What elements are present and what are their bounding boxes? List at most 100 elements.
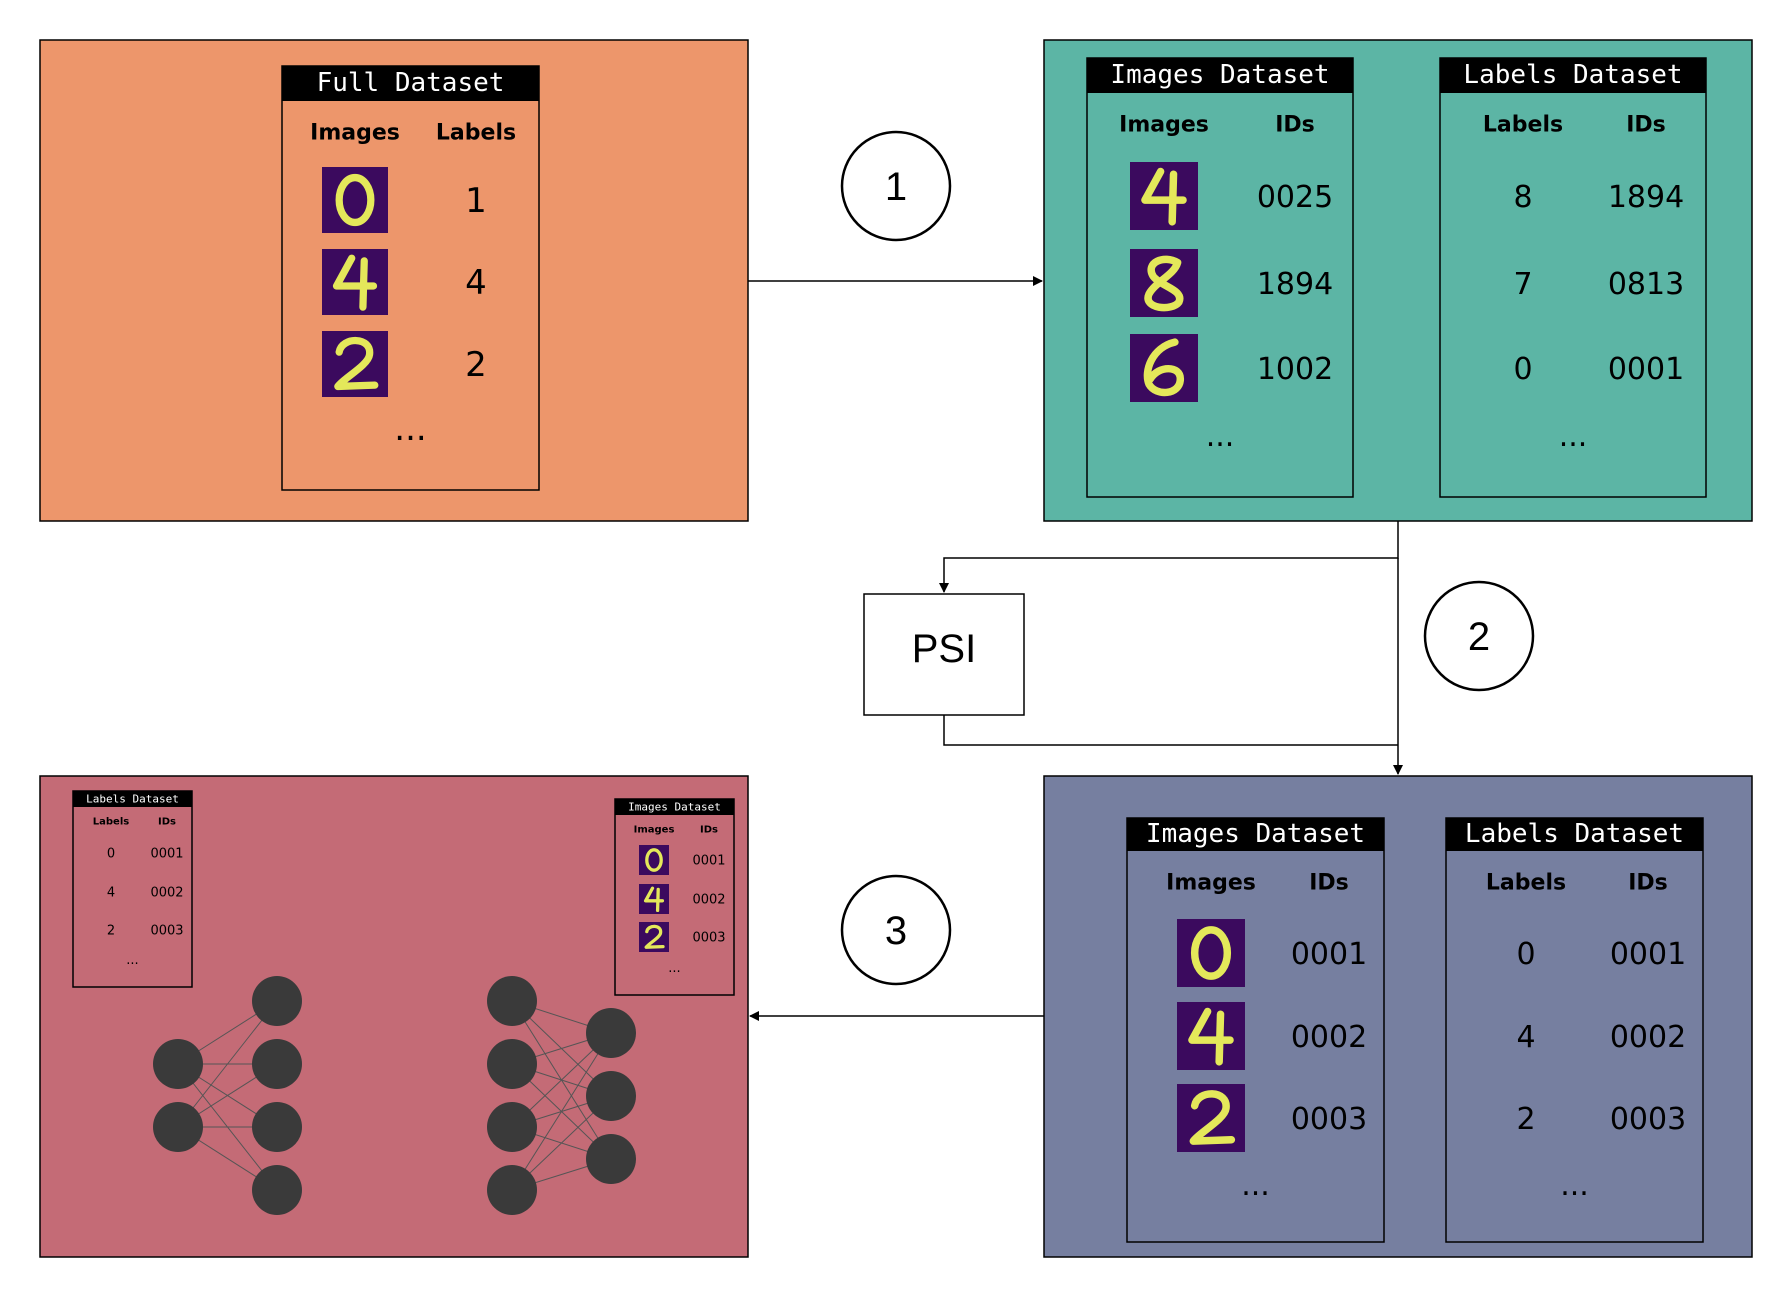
label-value: 4	[465, 263, 487, 303]
table-row: 0 0001	[107, 847, 184, 862]
neural-networks	[153, 976, 636, 1215]
id-value: 1894	[1257, 267, 1333, 302]
label-value: 2	[107, 924, 115, 939]
column-header: IDs	[1309, 871, 1349, 896]
label-value: 0	[107, 847, 115, 862]
card-header	[1440, 58, 1706, 93]
label-value: 2	[1516, 1102, 1535, 1137]
neuron	[252, 976, 302, 1026]
digit-4-image	[1130, 162, 1198, 230]
table-row: 0 0001	[1516, 937, 1686, 972]
image-party-network	[487, 976, 636, 1215]
connection	[177, 1000, 278, 1128]
card-title: Labels Dataset	[1465, 819, 1684, 849]
id-value: 0813	[1608, 267, 1684, 302]
step-2-circle	[1423, 580, 1535, 692]
label-value: 0	[1516, 937, 1535, 972]
ellipsis: ...	[394, 409, 426, 449]
label-value: 4	[1516, 1020, 1535, 1055]
table-row: 0001	[639, 845, 726, 875]
digit-4-image	[322, 249, 388, 315]
column-header: Images	[1166, 871, 1256, 896]
id-value: 0002	[692, 893, 725, 908]
label-party-network	[153, 976, 302, 1215]
step-1-circle	[840, 130, 952, 242]
card-header	[1087, 58, 1353, 93]
full-dataset-panel	[39, 39, 749, 522]
id-value: 0003	[1291, 1102, 1367, 1137]
id-value: 0001	[1608, 352, 1684, 387]
neuron	[487, 1039, 537, 1089]
step-2-label: 2	[1468, 615, 1490, 659]
id-value: 0001	[150, 847, 183, 862]
training-panel	[39, 775, 749, 1258]
neuron	[252, 1165, 302, 1215]
digit-6-image	[1130, 334, 1198, 402]
column-header: Labels	[1483, 113, 1563, 138]
id-value: 1002	[1257, 352, 1333, 387]
table-row: 0 0001	[1513, 352, 1684, 387]
neuron	[487, 1165, 537, 1215]
card-header	[282, 66, 539, 101]
digit-0-image	[1177, 919, 1245, 987]
neuron	[252, 1039, 302, 1089]
column-header: Images	[1119, 113, 1209, 138]
table-row: 0003	[1177, 1084, 1367, 1152]
table-row: 0002	[1177, 1002, 1367, 1070]
label-value: 0	[1513, 352, 1532, 387]
table-row: 1	[322, 167, 487, 233]
arrow-to-psi	[939, 521, 1399, 593]
column-header: Labels	[436, 121, 516, 146]
digit-8-image	[1130, 249, 1198, 317]
psi-label: PSI	[912, 627, 976, 671]
card-title: Full Dataset	[317, 68, 505, 98]
neuron	[153, 1102, 203, 1152]
connection	[511, 1032, 612, 1191]
column-header: IDs	[1626, 113, 1666, 138]
table-row: 2	[322, 331, 487, 397]
ellipsis: ...	[1241, 1168, 1270, 1203]
digit-2-image	[639, 922, 669, 952]
step-3-label: 3	[885, 909, 907, 953]
digit-2-image	[322, 331, 388, 397]
column-header: IDs	[1628, 871, 1668, 896]
card-header	[1446, 818, 1703, 851]
id-value: 0001	[1610, 937, 1686, 972]
ellipsis: ...	[126, 953, 138, 968]
card-header	[73, 791, 192, 807]
step-1-label: 1	[885, 165, 907, 209]
card-title: Images Dataset	[1110, 60, 1329, 90]
digit-0-image	[322, 167, 388, 233]
label-value: 2	[465, 345, 487, 385]
id-value: 0001	[1291, 937, 1367, 972]
digit-4-image	[1177, 1002, 1245, 1070]
neuron	[252, 1102, 302, 1152]
id-value: 0002	[150, 886, 183, 901]
column-header: IDs	[158, 817, 176, 828]
label-value: 8	[1513, 180, 1532, 215]
step-3-circle	[840, 874, 952, 986]
card-title: Labels Dataset	[1463, 60, 1682, 90]
neuron	[487, 976, 537, 1026]
ellipsis: ...	[668, 961, 680, 976]
aligned-datasets-panel	[1043, 775, 1753, 1258]
table-row: 0001	[1177, 919, 1367, 987]
label-value: 1	[465, 181, 487, 221]
neuron	[487, 1102, 537, 1152]
label-value: 7	[1513, 267, 1532, 302]
ellipsis: ...	[1206, 419, 1235, 454]
table-row: 7 0813	[1513, 267, 1684, 302]
psi-output-line	[943, 715, 1398, 746]
ellipsis: ...	[1559, 419, 1588, 454]
column-header: Labels	[93, 817, 129, 828]
digit-0-image	[639, 845, 669, 875]
